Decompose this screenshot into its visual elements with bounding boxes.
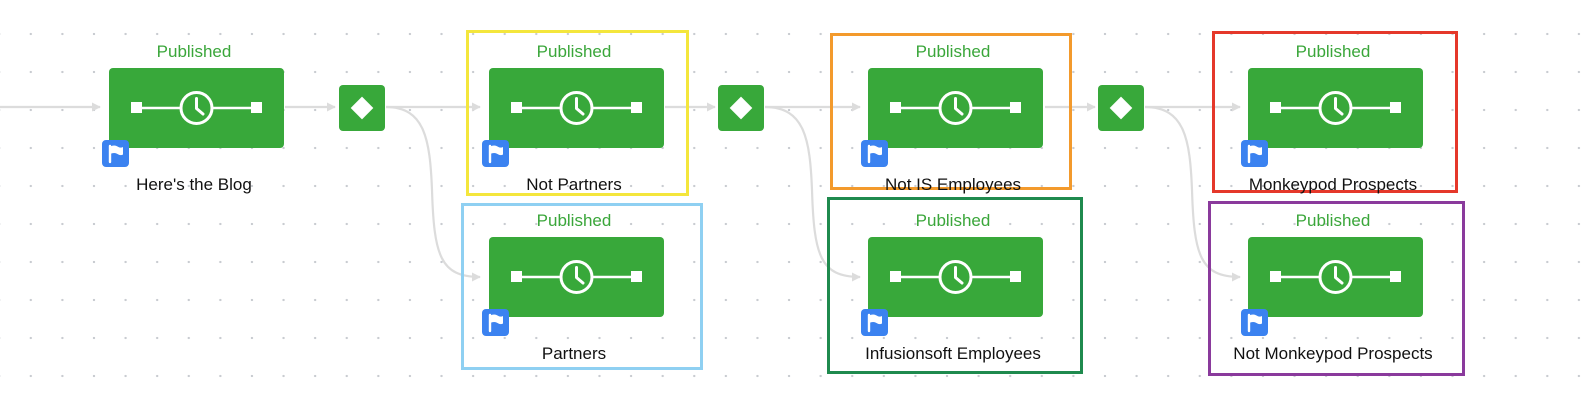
timer-clock-icon xyxy=(511,91,642,125)
diamond-icon xyxy=(729,96,753,120)
timer-clock-icon xyxy=(890,260,1021,294)
timer-step-card[interactable] xyxy=(868,237,1043,317)
decision-node-1[interactable] xyxy=(339,85,385,131)
goal-flag[interactable] xyxy=(1241,140,1268,167)
timer-step-card[interactable] xyxy=(868,68,1043,148)
sequence-title: Partners xyxy=(541,344,607,363)
sequence-node-not-partners[interactable]: Published Not Partners xyxy=(482,42,664,194)
sequence-node-infusionsoft-employees[interactable]: Published Infusionsoft Employees xyxy=(861,211,1043,363)
flag-icon xyxy=(867,144,882,164)
timer-step-card[interactable] xyxy=(489,68,664,148)
flag-icon xyxy=(1247,313,1262,333)
flag-icon xyxy=(488,144,503,164)
status-label: Published xyxy=(915,211,991,230)
goal-flag[interactable] xyxy=(482,140,509,167)
flag-icon xyxy=(1247,144,1262,164)
sequence-node-not-is-employees[interactable]: Published Not IS Employees xyxy=(861,42,1043,194)
sequence-title: Not Monkeypod Prospects xyxy=(1233,344,1433,363)
flag-icon xyxy=(488,313,503,333)
connector-decision3-notprospects xyxy=(1144,105,1241,282)
timer-step-card[interactable] xyxy=(1248,68,1423,148)
sequence-title: Not IS Employees xyxy=(884,175,1022,194)
sequence-node-not-monkeypod-prospects[interactable]: Published Not Monkeypod Prospects xyxy=(1233,211,1432,363)
highlight-frame-not-monkeypod-prospects xyxy=(1208,201,1465,376)
status-label: Published xyxy=(536,211,612,230)
goal-flag[interactable] xyxy=(861,140,888,167)
timer-step-card[interactable] xyxy=(109,68,284,148)
diamond-icon xyxy=(1109,96,1133,120)
sequence-title: Here's the Blog xyxy=(136,175,252,194)
highlight-frame-not-partners xyxy=(466,30,689,196)
connector-decision1-partners xyxy=(385,105,481,282)
sequence-node-partners[interactable]: Published Partners xyxy=(482,211,664,363)
highlight-frame-infusionsoft-employees xyxy=(827,197,1083,374)
status-label: Published xyxy=(156,42,232,61)
goal-flag[interactable] xyxy=(1241,309,1268,336)
status-label: Published xyxy=(1295,211,1371,230)
goal-flag[interactable] xyxy=(102,140,129,167)
status-label: Published xyxy=(1295,42,1371,61)
goal-flag[interactable] xyxy=(861,309,888,336)
diamond-icon xyxy=(350,96,374,120)
status-label: Published xyxy=(915,42,991,61)
timer-clock-icon xyxy=(511,260,642,294)
decision-node-2[interactable] xyxy=(718,85,764,131)
highlight-frame-monkeypod-prospects xyxy=(1212,31,1458,193)
highlight-frame-not-is-employees xyxy=(830,33,1072,190)
timer-clock-icon xyxy=(131,91,262,125)
highlight-frame-partners xyxy=(461,203,703,370)
flag-icon xyxy=(108,144,123,164)
status-label: Published xyxy=(536,42,612,61)
sequence-title: Infusionsoft Employees xyxy=(865,344,1041,363)
timer-clock-icon xyxy=(1270,260,1401,294)
timer-step-card[interactable] xyxy=(1248,237,1423,317)
timer-clock-icon xyxy=(890,91,1021,125)
sequence-title: Not Partners xyxy=(526,175,622,194)
sequence-node-monkeypod-prospects[interactable]: Published Monkeypod Prospects xyxy=(1241,42,1423,194)
goal-flag[interactable] xyxy=(482,309,509,336)
timer-clock-icon xyxy=(1270,91,1401,125)
flag-icon xyxy=(867,313,882,333)
decision-node-3[interactable] xyxy=(1098,85,1144,131)
timer-step-card[interactable] xyxy=(489,237,664,317)
sequence-node-heres-the-blog[interactable]: Published Here's the Blog xyxy=(102,42,284,194)
connector-decision2-isemployees xyxy=(764,105,861,282)
sequence-title: Monkeypod Prospects xyxy=(1248,175,1418,194)
